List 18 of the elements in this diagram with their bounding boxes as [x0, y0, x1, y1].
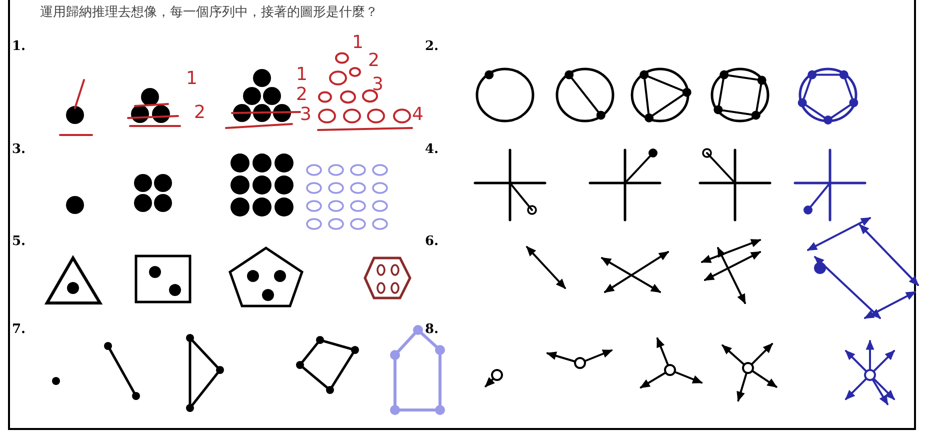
handwritten-number: 1 [352, 34, 364, 52]
handwritten-number: 2 [194, 104, 206, 122]
problem-number: 6. [425, 235, 439, 248]
problem-number: 8. [425, 323, 439, 336]
problem-number: 1. [12, 40, 26, 53]
handwritten-number: 3 [372, 76, 384, 94]
problem-number: 7. [12, 323, 26, 336]
handwritten-number: 2 [296, 86, 308, 104]
handwritten-number: 3 [300, 106, 312, 124]
handwritten-number: 1 [296, 66, 308, 84]
problem-number: 2. [425, 40, 439, 53]
handwritten-number: 4 [412, 106, 424, 124]
handwritten-number: 1 [186, 70, 198, 88]
problem-number: 4. [425, 143, 439, 156]
handwritten-number: 2 [368, 52, 380, 70]
problem-number: 5. [12, 235, 26, 248]
instruction-text: 運用歸納推理去想像，每一個序列中，接著的圖形是什麼？ [40, 4, 378, 21]
problem-number: 3. [12, 143, 26, 156]
